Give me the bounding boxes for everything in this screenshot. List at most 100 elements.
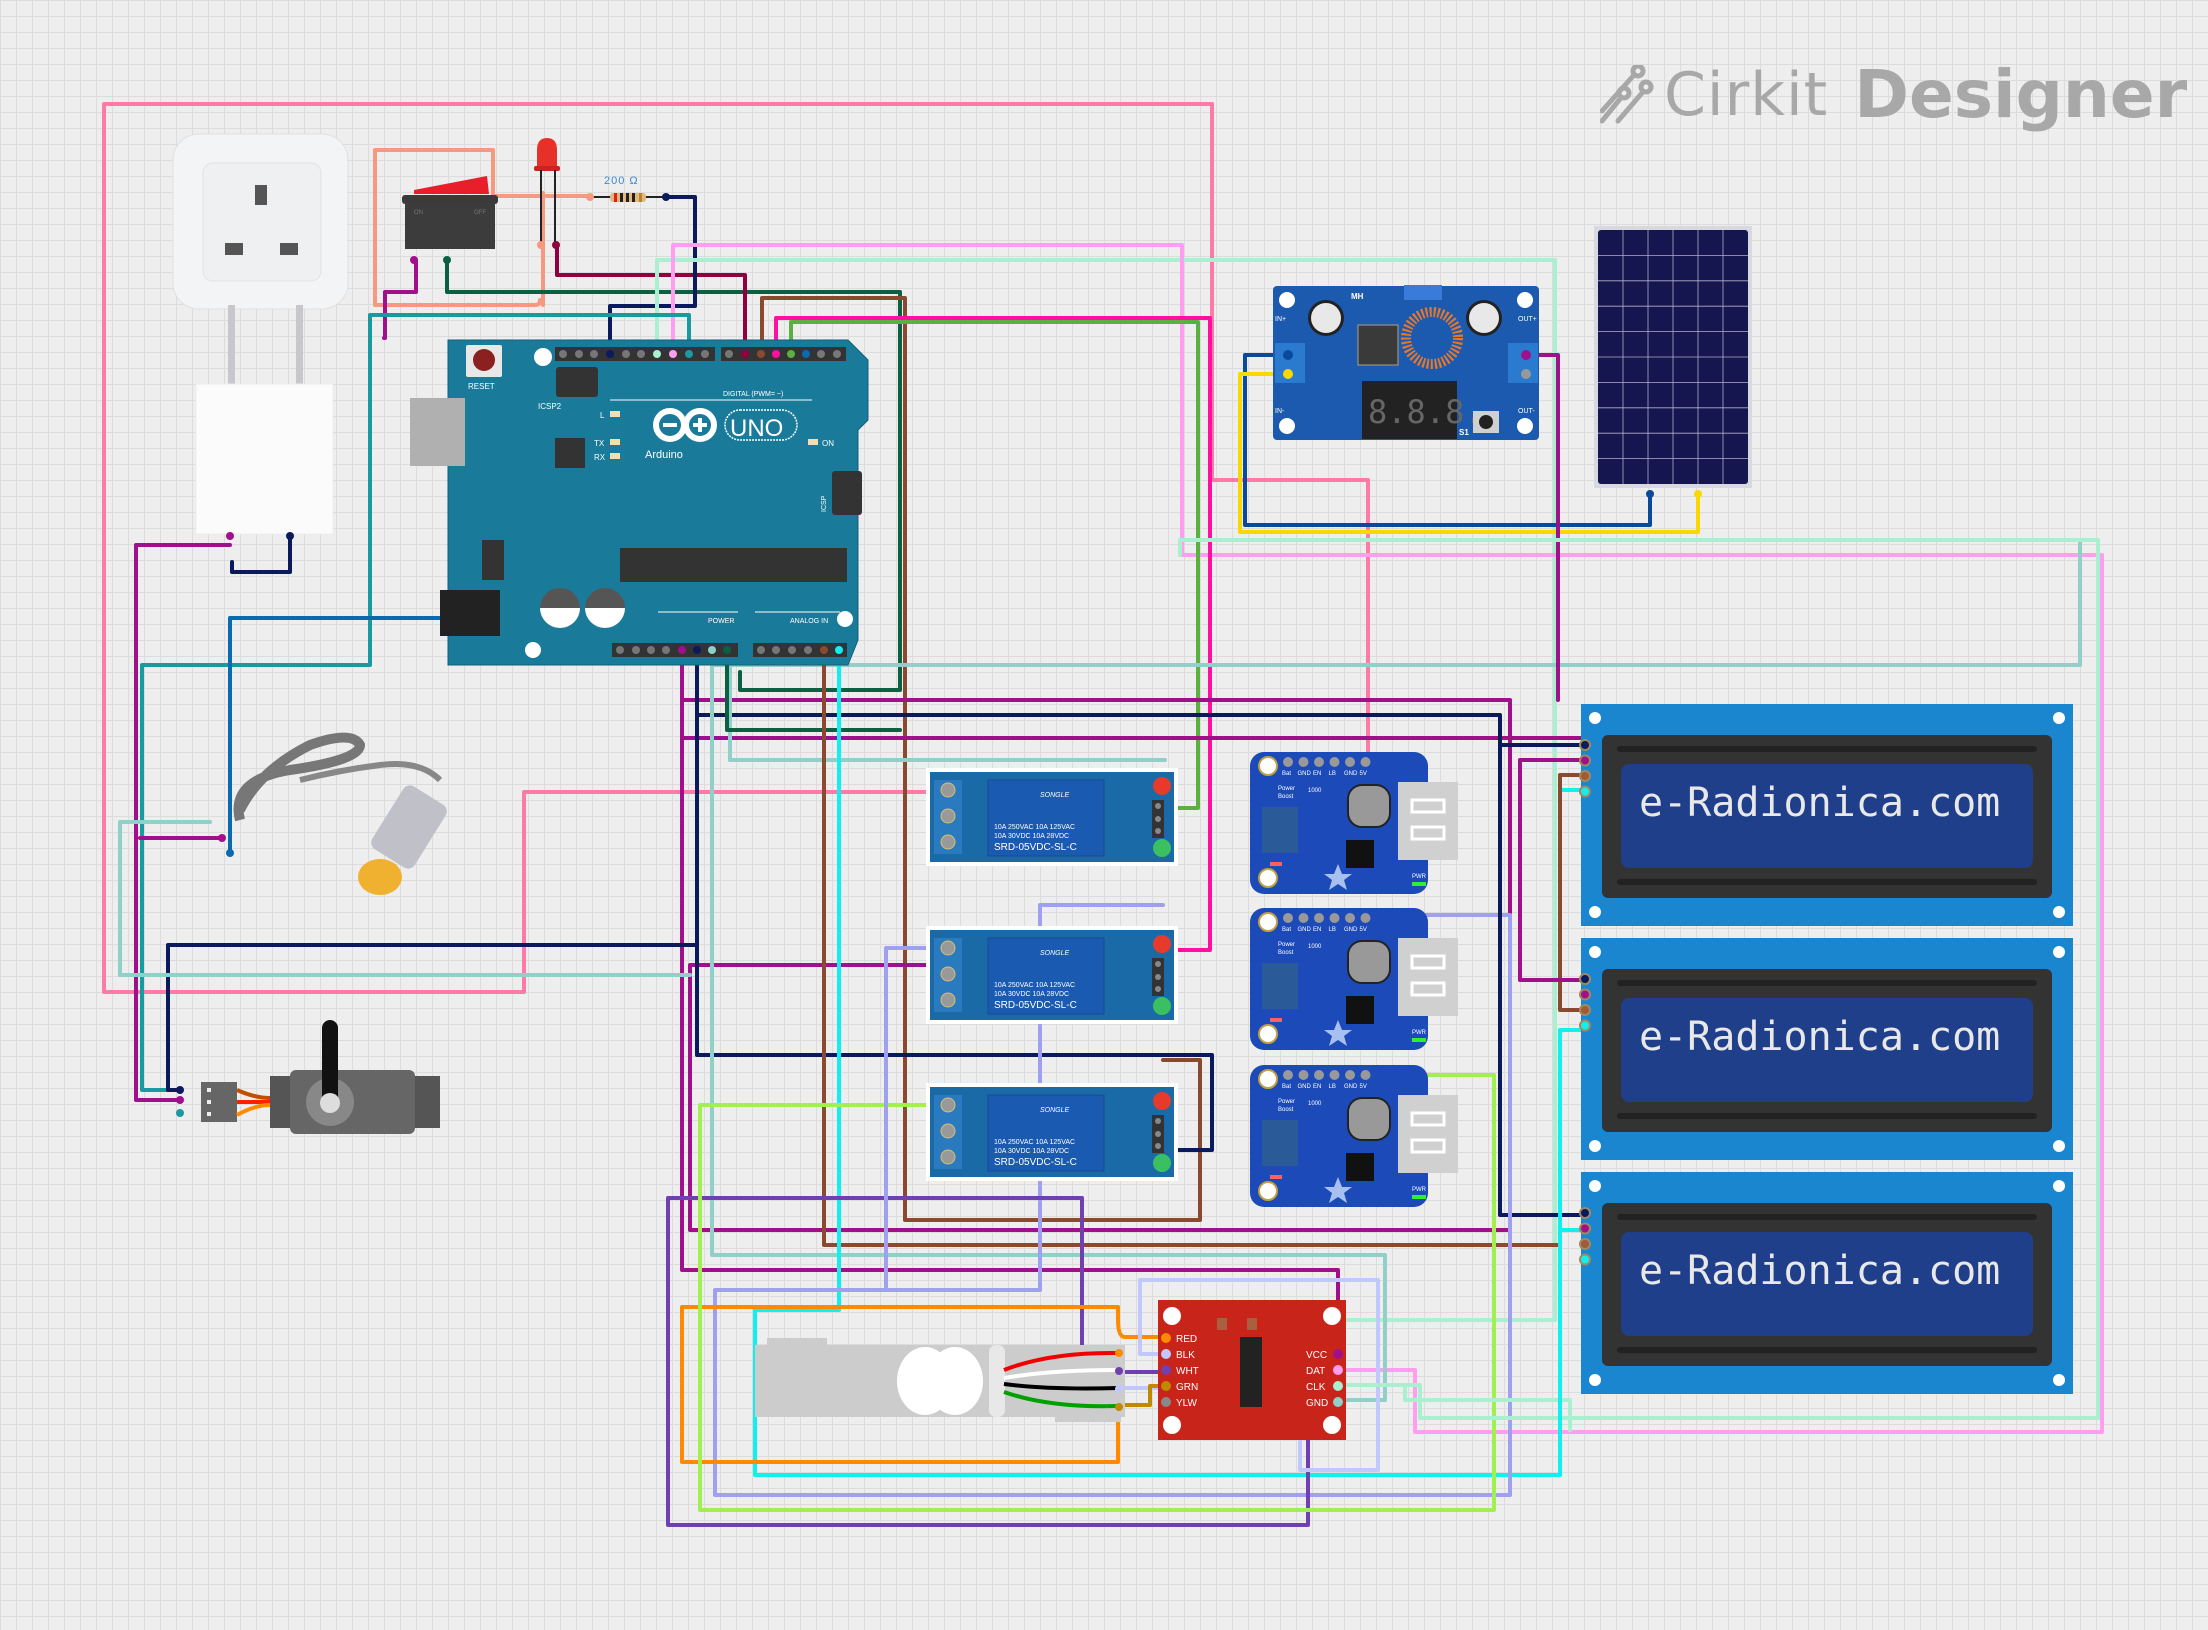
wire-navy-buck-in[interactable] <box>1243 353 1652 527</box>
wire-pink-top-loop[interactable] <box>102 102 1214 994</box>
wire-magenta-d4[interactable] <box>774 316 1212 952</box>
wire-lightteal-gnd-b[interactable] <box>710 663 1387 1402</box>
hx711-pin[interactable] <box>1333 1349 1343 1359</box>
boost-pin-label: 5V <box>1360 927 1367 933</box>
wall-socket[interactable] <box>172 133 349 310</box>
dc-jack <box>440 590 500 636</box>
wire-teal-d9[interactable] <box>140 313 691 1092</box>
wire-purple-lcd[interactable] <box>1518 758 1587 982</box>
wire-lightpurple-relay[interactable] <box>884 946 932 1292</box>
adafruit-star-icon <box>1324 864 1352 890</box>
wire-lightteal-gnd-c[interactable] <box>710 663 1167 762</box>
wire-maroon-led[interactable] <box>555 243 747 354</box>
wire-purple-switch[interactable] <box>382 258 418 340</box>
switch-off-label: OFF <box>474 210 486 216</box>
lcd-16x2[interactable]: e-Radionica.com <box>1579 704 2073 926</box>
relay-model: SRD-05VDC-SL-C <box>994 1157 1077 1168</box>
resistor[interactable]: 200 Ω <box>586 175 670 202</box>
usb-a-port[interactable] <box>1398 938 1458 1016</box>
buck-out-minus: OUT- <box>1518 408 1535 415</box>
wire-darkgreen-vin[interactable] <box>725 648 902 732</box>
wire-brown-a4[interactable] <box>822 648 1562 1247</box>
hx711-right-pin-label: GND <box>1306 1398 1328 1409</box>
hx711-pin[interactable] <box>1161 1397 1171 1407</box>
wire-lime[interactable] <box>698 1073 1496 1512</box>
usb-a-port[interactable] <box>1398 1095 1458 1173</box>
lcd-line-1: e-Radionica.com <box>1639 1248 2000 1294</box>
arduino-uno[interactable]: RESET ICSP2 DIGITAL (PWM= ~) UNO Arduino… <box>410 339 869 666</box>
hx711-right-pin-label: DAT <box>1306 1366 1325 1377</box>
wire-green-d3[interactable] <box>789 320 1200 810</box>
boost-num: 1000 <box>1308 1101 1322 1107</box>
wire-yellow-buck-in[interactable] <box>1238 372 1700 534</box>
wire-salmon-switch[interactable] <box>373 148 592 307</box>
wire-lightpink-d10[interactable] <box>671 243 2104 1434</box>
relay-brand: SONGLE <box>1040 1107 1070 1114</box>
hx711-pin[interactable] <box>1161 1333 1171 1343</box>
icsp2-label: ICSP2 <box>538 402 562 411</box>
wire-lightteal-lcd[interactable] <box>1178 538 2100 1420</box>
boost-pin-label: GND <box>1344 927 1358 933</box>
hx711-pin[interactable] <box>1161 1365 1171 1375</box>
hx711-pin[interactable] <box>1333 1397 1343 1407</box>
wire-darkgreen-switch[interactable] <box>445 258 902 692</box>
servo-motor[interactable] <box>176 1020 440 1134</box>
usb-a-port[interactable] <box>1398 782 1458 860</box>
boost-pin-label: GND <box>1344 771 1358 777</box>
hx711-pin[interactable] <box>1333 1381 1343 1391</box>
wire-navy-gnd-c[interactable] <box>166 648 699 1092</box>
load-cell[interactable] <box>755 1338 1125 1422</box>
wire-pink-top-right[interactable] <box>1210 102 1370 762</box>
hx711-pin[interactable] <box>1161 1381 1171 1391</box>
lcd-16x2[interactable]: e-Radionica.com <box>1579 938 2073 1160</box>
wire-orange-red[interactable] <box>680 1305 1168 1464</box>
solar-panel[interactable] <box>1594 226 1752 498</box>
relay-led-green <box>1153 997 1171 1015</box>
wire-brown-lcd[interactable] <box>1558 773 1587 1012</box>
wire-mint-d11[interactable] <box>655 258 1557 1322</box>
reset-button[interactable] <box>473 349 495 371</box>
lcd-16x2[interactable]: e-Radionica.com <box>1579 1172 2073 1394</box>
wire-lightteal-sensor[interactable] <box>118 820 692 977</box>
red-led[interactable] <box>534 138 560 249</box>
buck-button[interactable] <box>1479 415 1493 429</box>
rocker-switch[interactable]: ON OFF <box>402 176 498 264</box>
led-rx-label: RX <box>594 453 606 462</box>
wire-cyan-lcd2[interactable] <box>1558 1028 1587 1477</box>
hx711-left-pin-label: BLK <box>1176 1350 1195 1361</box>
servo-horn[interactable] <box>322 1020 338 1110</box>
wire-navy-adapter[interactable] <box>230 533 292 574</box>
atmega-chip <box>620 548 847 582</box>
wire-navy-resistor[interactable] <box>608 195 697 354</box>
wire-lightteal-gnd[interactable] <box>710 538 2082 667</box>
boost-pin-label: LB <box>1329 927 1336 933</box>
boost-num: 1000 <box>1308 944 1322 950</box>
wire-mint-mcu[interactable] <box>1338 1383 1572 1432</box>
boost-title-2: Boost <box>1278 1107 1294 1113</box>
proximity-sensor[interactable] <box>218 732 450 896</box>
led-tx-label: TX <box>594 439 605 448</box>
relay-led-green <box>1153 1154 1171 1172</box>
boost-pin-label: EN <box>1313 1084 1321 1090</box>
brand-designer: Designer <box>1854 56 2188 133</box>
hx711-right-pin-label: CLK <box>1306 1382 1326 1393</box>
buck-in-plus: IN+ <box>1275 316 1286 323</box>
boost-pin-label: LB <box>1329 1084 1336 1090</box>
buck-converter-xl4015[interactable]: MH IN+ IN- OUT+ OUT- 8.8.8. S1 <box>1273 285 1539 440</box>
hx711-pin[interactable] <box>1333 1365 1343 1375</box>
relay-rating-1: 10A 250VAC 10A 125VAC <box>994 1139 1075 1146</box>
wire-navy-lcd[interactable] <box>1498 743 1587 982</box>
hx711-pin[interactable] <box>1161 1349 1171 1359</box>
wire-brown-d5[interactable] <box>760 296 1202 1222</box>
power-adapter[interactable] <box>195 305 334 540</box>
neutral-slot <box>280 243 298 255</box>
resistor-value: 200 Ω <box>604 175 639 187</box>
